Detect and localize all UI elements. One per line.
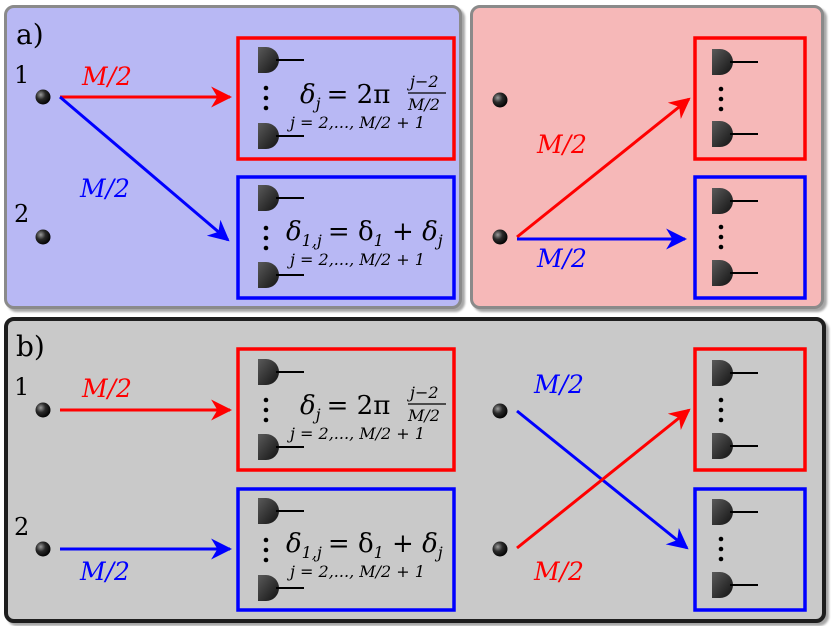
source-dot-icon (35, 402, 51, 418)
source-dot-icon (492, 541, 508, 557)
blue-detector-box (236, 175, 456, 300)
source-1-label: 1 (14, 373, 29, 401)
vertical-dots-icon (263, 225, 269, 251)
frac-denominator: M/2 (407, 406, 440, 425)
detector-icon (711, 571, 759, 599)
formula-delta-1j: δ1,j= δ1 + δj (286, 529, 443, 562)
vertical-dots-icon (718, 224, 724, 250)
detector-icon (257, 184, 305, 212)
detector-icon (711, 48, 759, 76)
vertical-dots-icon (263, 537, 269, 563)
source-2-label: 2 (14, 513, 29, 541)
source-dot-icon (35, 541, 51, 557)
source-dot-icon (492, 92, 508, 108)
source-1-label: 1 (14, 61, 29, 89)
vertical-dots-icon (718, 397, 724, 423)
arrow-blue-label: M/2 (79, 557, 130, 586)
detector-icon (711, 359, 759, 387)
arrow-blue-label: M/2 (533, 370, 584, 399)
frac-numerator: j−2 (407, 383, 439, 402)
arrow-red-label: M/2 (81, 374, 132, 403)
source-dot-icon (492, 229, 508, 245)
range-text: j = 2,..., M/2 + 1 (287, 250, 425, 269)
detector-icon (257, 46, 305, 74)
blue-detector-box (693, 175, 807, 300)
red-detector-box (693, 347, 807, 472)
blue-detector-box (693, 487, 807, 612)
arrow-blue-label: M/2 (536, 244, 587, 273)
frac-denominator: M/2 (407, 95, 440, 114)
formula-delta-1j: δ1,j= δ1 + δj (286, 217, 443, 250)
vertical-dots-icon (263, 397, 269, 423)
panel-a-left (4, 5, 462, 309)
formula-delta-j: δj= 2π (300, 80, 390, 113)
blue-detector-box (236, 487, 456, 612)
arrow-red-a-right (516, 97, 691, 239)
arrow-red-label: M/2 (536, 130, 587, 159)
detector-icon (711, 432, 759, 460)
panel-b-label: b) (16, 330, 45, 363)
frac-numerator: j−2 (407, 72, 439, 91)
source-dot-icon (35, 89, 51, 105)
arrow-red-label: M/2 (533, 557, 584, 586)
panel-a-label: a) (16, 18, 44, 51)
panel-a-right (470, 5, 824, 309)
red-detector-box (693, 36, 807, 161)
formula-delta-j: δj= 2π (300, 391, 390, 424)
red-detector-box (236, 347, 456, 472)
detector-icon (711, 120, 759, 148)
vertical-dots-icon (718, 536, 724, 562)
detector-icon (711, 187, 759, 215)
arrow-blue-a-left (59, 95, 230, 242)
vertical-dots-icon (263, 85, 269, 111)
detector-icon (711, 498, 759, 526)
detector-icon (257, 358, 305, 386)
source-dot-icon (35, 229, 51, 245)
detector-icon (257, 497, 305, 525)
vertical-dots-icon (718, 86, 724, 112)
range-text: j = 2,..., M/2 + 1 (287, 113, 425, 132)
detector-icon (711, 259, 759, 287)
range-text: j = 2,..., M/2 + 1 (287, 562, 425, 581)
arrow-blue-label: M/2 (79, 174, 130, 203)
source-dot-icon (492, 403, 508, 419)
source-2-label: 2 (14, 200, 29, 228)
range-text: j = 2,..., M/2 + 1 (287, 424, 425, 443)
arrow-red-b-right (516, 408, 691, 550)
red-detector-box (236, 36, 456, 161)
arrow-red-label: M/2 (81, 62, 132, 91)
